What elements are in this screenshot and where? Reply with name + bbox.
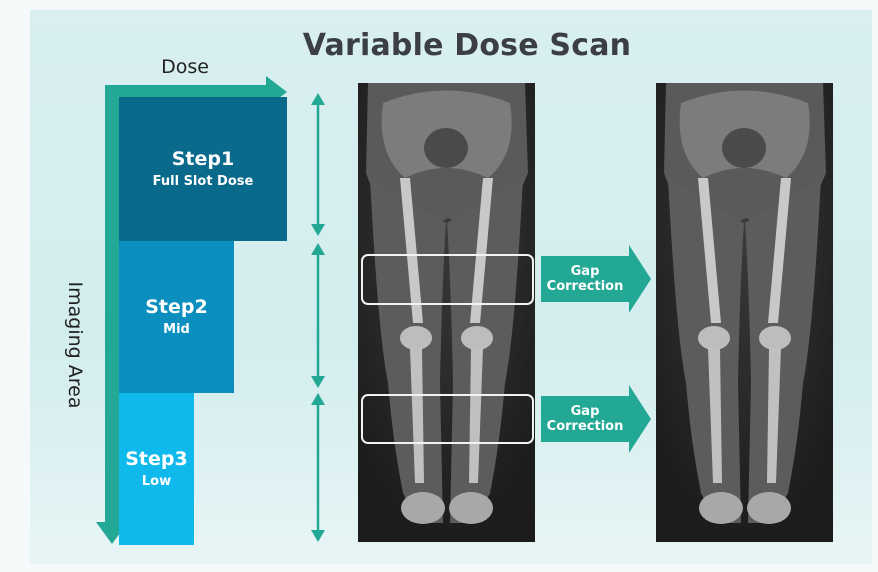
- step2-label: Step2: [145, 294, 207, 320]
- gap-label-line1: Gap: [542, 264, 628, 279]
- segment-arrows-icon: [311, 93, 325, 542]
- imaging-area-label-text: Imaging Area: [63, 265, 87, 425]
- gap-region-box-upper: [361, 254, 534, 305]
- gap-correction-label-upper: Gap Correction: [542, 264, 628, 296]
- gap-region-box-lower: [361, 394, 534, 444]
- dose-axis-label: Dose: [150, 55, 220, 79]
- step1-block: Step1 Full Slot Dose: [119, 97, 287, 241]
- leg-xray-corrected-icon: [656, 83, 833, 542]
- xray-image-right: [656, 83, 833, 542]
- step2-sublabel: Mid: [163, 320, 190, 340]
- step3-sublabel: Low: [142, 472, 171, 492]
- leg-xray-icon: [358, 83, 535, 542]
- gap-label-line1: Gap: [542, 404, 628, 419]
- step3-label: Step3: [125, 446, 187, 472]
- gap-label-line2: Correction: [542, 279, 628, 294]
- gap-label-line2: Correction: [542, 419, 628, 434]
- step2-block: Step2 Mid: [119, 241, 234, 393]
- step1-label: Step1: [172, 146, 234, 172]
- xray-image-left: [358, 83, 535, 542]
- step3-block: Step3 Low: [119, 393, 194, 545]
- gap-correction-label-lower: Gap Correction: [542, 404, 628, 436]
- step1-sublabel: Full Slot Dose: [153, 172, 254, 192]
